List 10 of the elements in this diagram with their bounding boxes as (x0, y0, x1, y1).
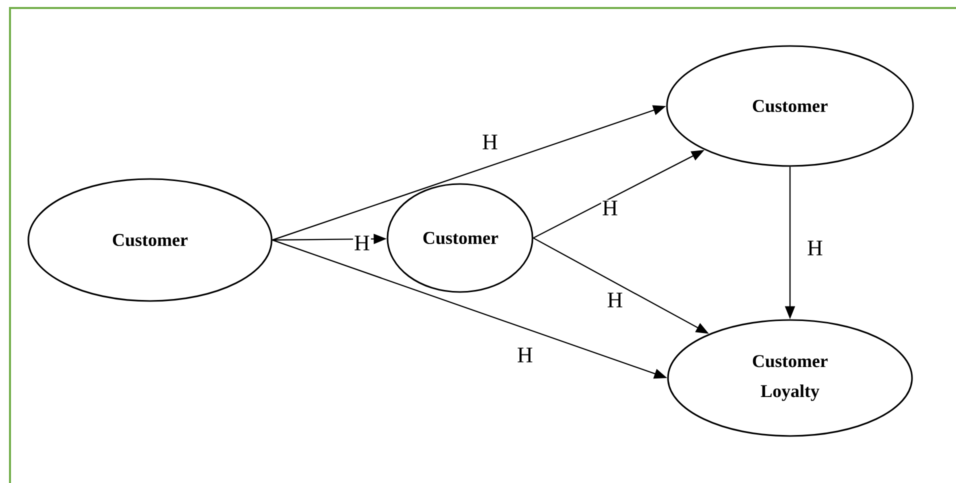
edge-label: H (481, 134, 499, 150)
edge-label: H (516, 346, 534, 364)
ellipse-node: Customer (28, 178, 272, 302)
ellipse-node: Customer Loyalty (667, 319, 913, 437)
edge-label: H (606, 292, 624, 308)
ellipse-node: Customer (666, 45, 914, 167)
edge-label: H (353, 234, 371, 252)
edge-label: H (601, 200, 619, 216)
edge-label: H (806, 240, 824, 256)
ellipse-node: Customer (386, 183, 534, 293)
